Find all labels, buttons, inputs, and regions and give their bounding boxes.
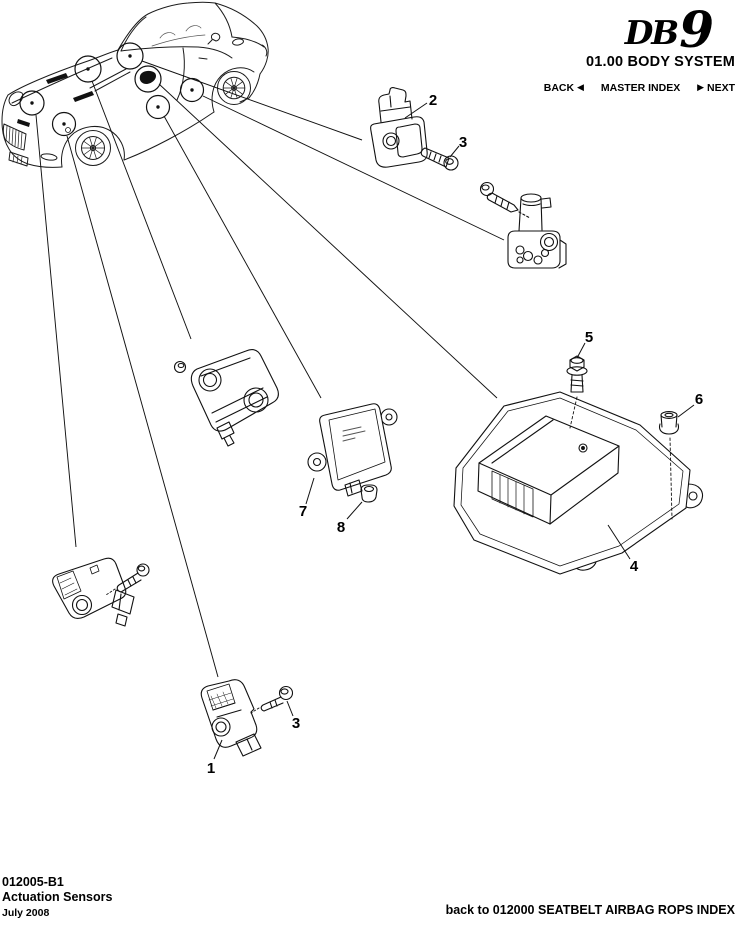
nut-6-drawing [658, 411, 680, 520]
part-2-sensor-drawing [370, 87, 428, 168]
rear-sensor-drawing [52, 557, 150, 627]
callout-number-3-lower: 3 [292, 715, 300, 732]
part-4-module-drawing [453, 391, 704, 575]
footer-back-link[interactable]: back to 012000 SEATBELT AIRBAG ROPS INDE… [445, 903, 735, 917]
bolt-5-drawing [566, 355, 588, 429]
page-header: DB9 01.00 BODY SYSTEM BACK ◀ MASTER INDE… [530, 2, 737, 95]
bolt-3-lower-drawing [250, 685, 294, 714]
back-arrow-icon: ◀ [577, 83, 584, 93]
nav-back-label: BACK [543, 82, 575, 94]
part-7-sensor-drawing [307, 403, 398, 497]
nut-8-drawing [360, 484, 378, 503]
nav-master-index-link[interactable]: MASTER INDEX [600, 82, 681, 94]
car-illustration [1, 1, 269, 168]
callout-number-3-upper: 3 [459, 134, 467, 151]
callout-number-4: 4 [630, 558, 639, 575]
leader-lines [35, 60, 505, 678]
nav-next-link[interactable]: ▶ NEXT [697, 82, 735, 94]
drawing-info: 012005-B1 Actuation Sensors July 2008 [2, 875, 112, 919]
centre-sensor-drawing [173, 349, 279, 447]
drawing-number: 012005-B1 [2, 875, 64, 889]
nav-back-link[interactable]: BACK ◀ [544, 82, 584, 94]
callout-number-8: 8 [337, 519, 345, 536]
drawing-title: Actuation Sensors [2, 889, 113, 904]
db9-logo: DB9 [530, 2, 735, 55]
system-title: 01.00 BODY SYSTEM [586, 54, 735, 70]
callout-circles [19, 42, 205, 137]
db9-logo-nine: 9 [679, 0, 714, 59]
part-1-sensor-drawing [200, 679, 262, 757]
header-nav: BACK ◀ MASTER INDEX ▶ NEXT [530, 82, 735, 94]
side-sensor-drawing [479, 181, 567, 269]
number-leader-lines [213, 102, 695, 760]
db9-logo-db: DB [624, 13, 679, 52]
callout-number-2: 2 [429, 92, 437, 109]
nav-next-label: NEXT [706, 82, 735, 94]
callout-number-1: 1 [207, 760, 215, 777]
callout-number-5: 5 [585, 329, 593, 346]
next-arrow-icon: ▶ [697, 83, 705, 93]
drawing-date: July 2008 [2, 906, 50, 919]
callout-number-6: 6 [695, 391, 703, 408]
callout-number-7: 7 [299, 503, 307, 520]
